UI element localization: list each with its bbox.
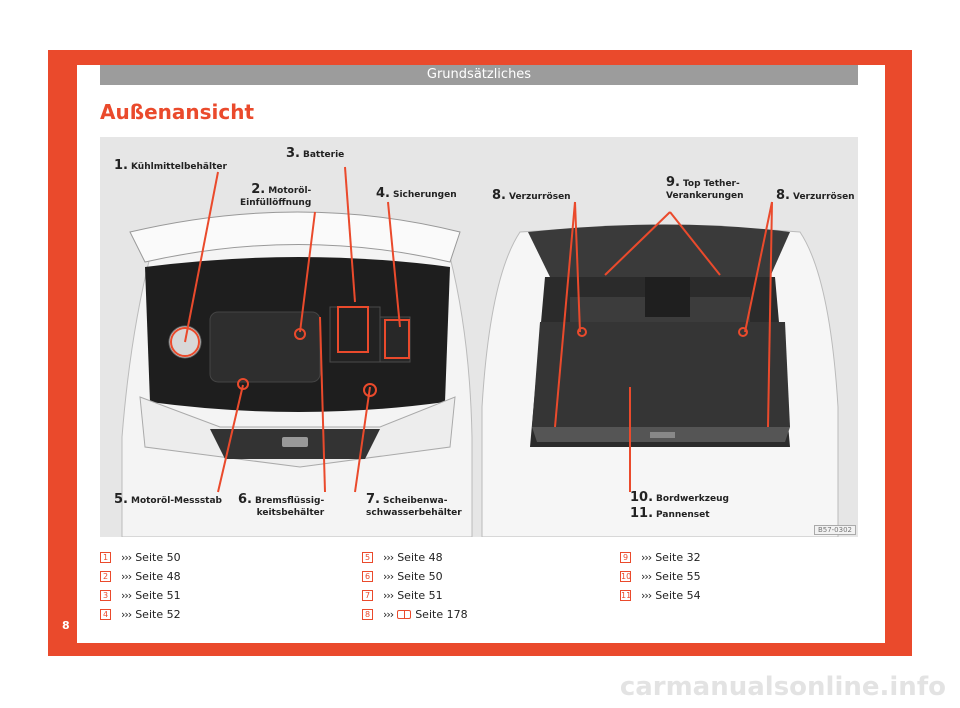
reference-badge: 1 [100,552,111,563]
reference-row[interactable]: 9›››Seite 32 [620,548,701,567]
callout-repair-kit: 11.Pannenset [630,506,710,521]
callout-lashing-eyes-right: 8.Verzurrösen [776,188,855,203]
reference-badge: 9 [620,552,631,563]
callout-tool-kit: 10.Bordwerkzeug [630,490,729,505]
reference-row[interactable]: 2›››Seite 48 [100,567,181,586]
callout-top-tether: 9.Top Tether-Verankerungen [666,175,744,201]
reference-badge: 6 [362,571,373,582]
vehicle-illustration [121,166,839,537]
page-number: 8 [62,619,70,632]
reference-row[interactable]: 4›››Seite 52 [100,605,181,624]
callout-coolant: 1.Kühlmittelbehälter [114,158,227,173]
vehicle-figure: 1.Kühlmittelbehälter 2.Motoröl-Einfüllöf… [100,137,858,537]
reference-badge: 2 [100,571,111,582]
figure-code: B57-0302 [813,525,856,535]
callout-dipstick: 5.Motoröl-Messstab [114,492,222,507]
reference-badge: 5 [362,552,373,563]
reference-badge: 7 [362,590,373,601]
callout-oil-filler: 2.Motoröl-Einfüllöffnung [240,182,312,208]
reference-badge: 10 [620,571,632,582]
reference-row[interactable]: 1›››Seite 50 [100,548,181,567]
reference-badge: 4 [100,609,111,620]
engine-bay-illustration [121,211,473,537]
reference-badge: 8 [362,609,373,620]
callout-leaders [184,166,773,493]
section-header: Grundsätzliches [100,65,858,85]
callout-brake-fluid: 6.Bremsflüssig-keitsbehälter [238,492,325,518]
reference-column-3: 9›››Seite 32 10›››Seite 55 11›››Seite 54 [620,548,701,605]
callout-battery: 3.Batterie [286,146,345,161]
reference-row[interactable]: 8›››Seite 178 [362,605,468,624]
trunk-illustration [481,224,839,537]
callout-markers [170,306,748,397]
callout-fuses: 4.Sicherungen [376,186,457,201]
watermark: carmanualsonline.info [619,672,946,702]
reference-column-2: 5›››Seite 48 6›››Seite 50 7›››Seite 51 8… [362,548,468,624]
callout-lashing-eyes-left: 8.Verzurrösen [492,188,571,203]
reference-row[interactable]: 3›››Seite 51 [100,586,181,605]
reference-row[interactable]: 10›››Seite 55 [620,570,701,583]
reference-badge: 11 [620,590,632,601]
callout-washer-fluid: 7.Scheibenwa-schwasserbehälter [366,492,462,518]
reference-row[interactable]: 6›››Seite 50 [362,567,468,586]
page-title: Außenansicht [100,100,255,124]
reference-row[interactable]: 11›››Seite 54 [620,589,701,602]
book-icon [397,610,412,619]
reference-row[interactable]: 5›››Seite 48 [362,548,468,567]
reference-column-1: 1›››Seite 50 2›››Seite 48 3›››Seite 51 4… [100,548,181,624]
reference-row[interactable]: 7›››Seite 51 [362,586,468,605]
reference-badge: 3 [100,590,111,601]
